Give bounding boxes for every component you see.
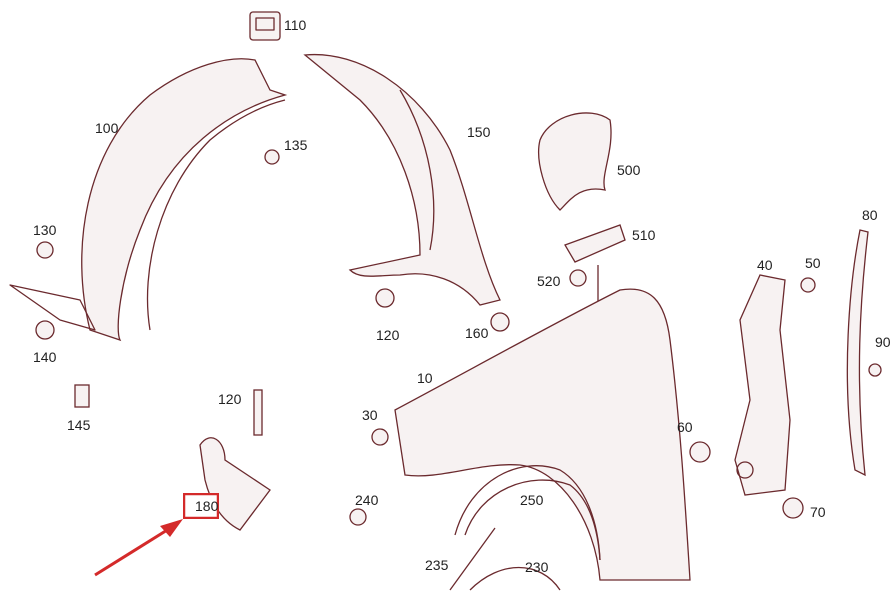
label-135: 135 xyxy=(284,137,308,153)
part-60-bolt xyxy=(689,441,711,463)
label-130: 130 xyxy=(33,222,57,238)
part-250-trim xyxy=(464,479,601,561)
label-100: 100 xyxy=(95,120,119,136)
label-230: 230 xyxy=(525,559,549,575)
red-arrow-icon xyxy=(94,519,183,577)
label-160: 160 xyxy=(465,325,489,341)
label-510: 510 xyxy=(632,227,656,243)
label-10: 10 xyxy=(417,370,433,386)
label-120-b: 120 xyxy=(218,391,242,407)
label-500: 500 xyxy=(617,162,641,178)
part-80-seal xyxy=(846,229,869,477)
part-40-bracket xyxy=(734,274,791,496)
part-120-rivet-b xyxy=(253,389,263,436)
part-240-bolt xyxy=(349,508,367,526)
label-40: 40 xyxy=(757,257,773,273)
part-30-bolt xyxy=(371,428,389,446)
part-230-trim xyxy=(469,567,561,591)
label-250: 250 xyxy=(520,492,544,508)
part-100-wheel-arch-liner xyxy=(9,58,288,342)
label-240: 240 xyxy=(355,492,379,508)
label-80: 80 xyxy=(862,207,878,223)
label-50: 50 xyxy=(805,255,821,271)
label-110: 110 xyxy=(284,17,307,33)
label-150: 150 xyxy=(467,124,491,140)
label-70: 70 xyxy=(810,504,826,520)
highlight-box-180: 180 xyxy=(183,493,219,519)
label-520: 520 xyxy=(537,273,561,289)
label-235: 235 xyxy=(425,557,449,573)
part-90-clip xyxy=(868,363,882,377)
part-150-wheel-arch-liner xyxy=(303,53,501,306)
part-50-screw xyxy=(800,277,816,293)
label-145: 145 xyxy=(67,417,91,433)
part-140-nut xyxy=(35,320,55,340)
label-30: 30 xyxy=(362,407,378,423)
part-145-clip xyxy=(74,384,90,408)
label-60: 60 xyxy=(677,419,693,435)
part-130-screw xyxy=(36,241,54,259)
part-70-nut xyxy=(782,497,804,519)
part-10-fender xyxy=(394,288,691,581)
fasteners xyxy=(35,149,882,526)
part-500-cover xyxy=(538,112,612,211)
label-120: 120 xyxy=(376,327,400,343)
part-120-rivet xyxy=(375,288,395,308)
part-520-grommet xyxy=(569,269,587,287)
part-235-strip xyxy=(449,527,496,591)
part-135-screw xyxy=(264,149,280,165)
part-160-nut xyxy=(490,312,510,332)
label-140: 140 xyxy=(33,349,57,365)
part-510-bracket xyxy=(564,224,626,263)
label-180: 180 xyxy=(195,498,219,514)
label-90: 90 xyxy=(875,334,891,350)
part-110-clip xyxy=(249,11,281,41)
